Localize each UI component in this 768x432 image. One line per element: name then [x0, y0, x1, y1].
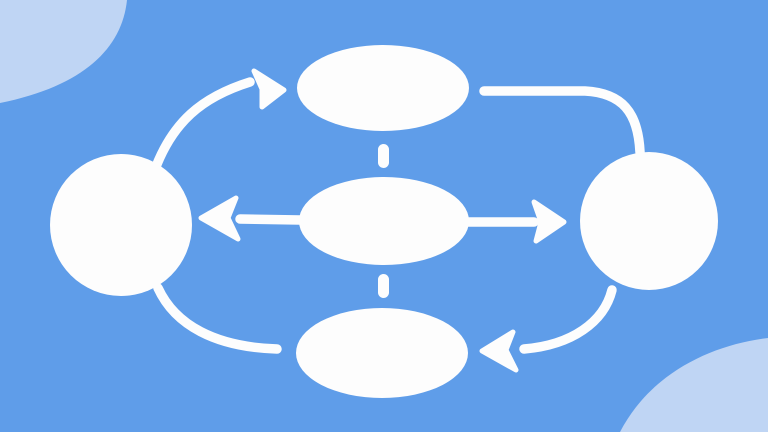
- connector-left-to-top: [149, 77, 255, 177]
- node-bottom-ellipse: [296, 308, 468, 398]
- connector-right-to-bottom: [519, 285, 617, 354]
- decor-blob-top-left: [0, 0, 127, 103]
- connector-center-to-left: [235, 214, 305, 225]
- right-to-bottom-arrowhead: [479, 329, 519, 373]
- link-center-to-bottom: [378, 274, 389, 298]
- connector-top-to-right: [479, 86, 645, 157]
- node-top-ellipse: [297, 45, 469, 131]
- node-right-circle: [580, 152, 718, 290]
- node-left-circle: [50, 154, 192, 296]
- connectors: [149, 68, 645, 373]
- left-to-top-arrowhead: [251, 68, 287, 110]
- center-to-left-arrowhead: [198, 195, 241, 242]
- center-to-right-arrowhead: [531, 199, 567, 244]
- link-top-to-center: [378, 144, 389, 168]
- decor-blob-bottom-right: [620, 338, 768, 432]
- nodes: [50, 45, 718, 398]
- connector-left-to-bottom: [153, 283, 282, 354]
- node-center-ellipse: [299, 177, 469, 265]
